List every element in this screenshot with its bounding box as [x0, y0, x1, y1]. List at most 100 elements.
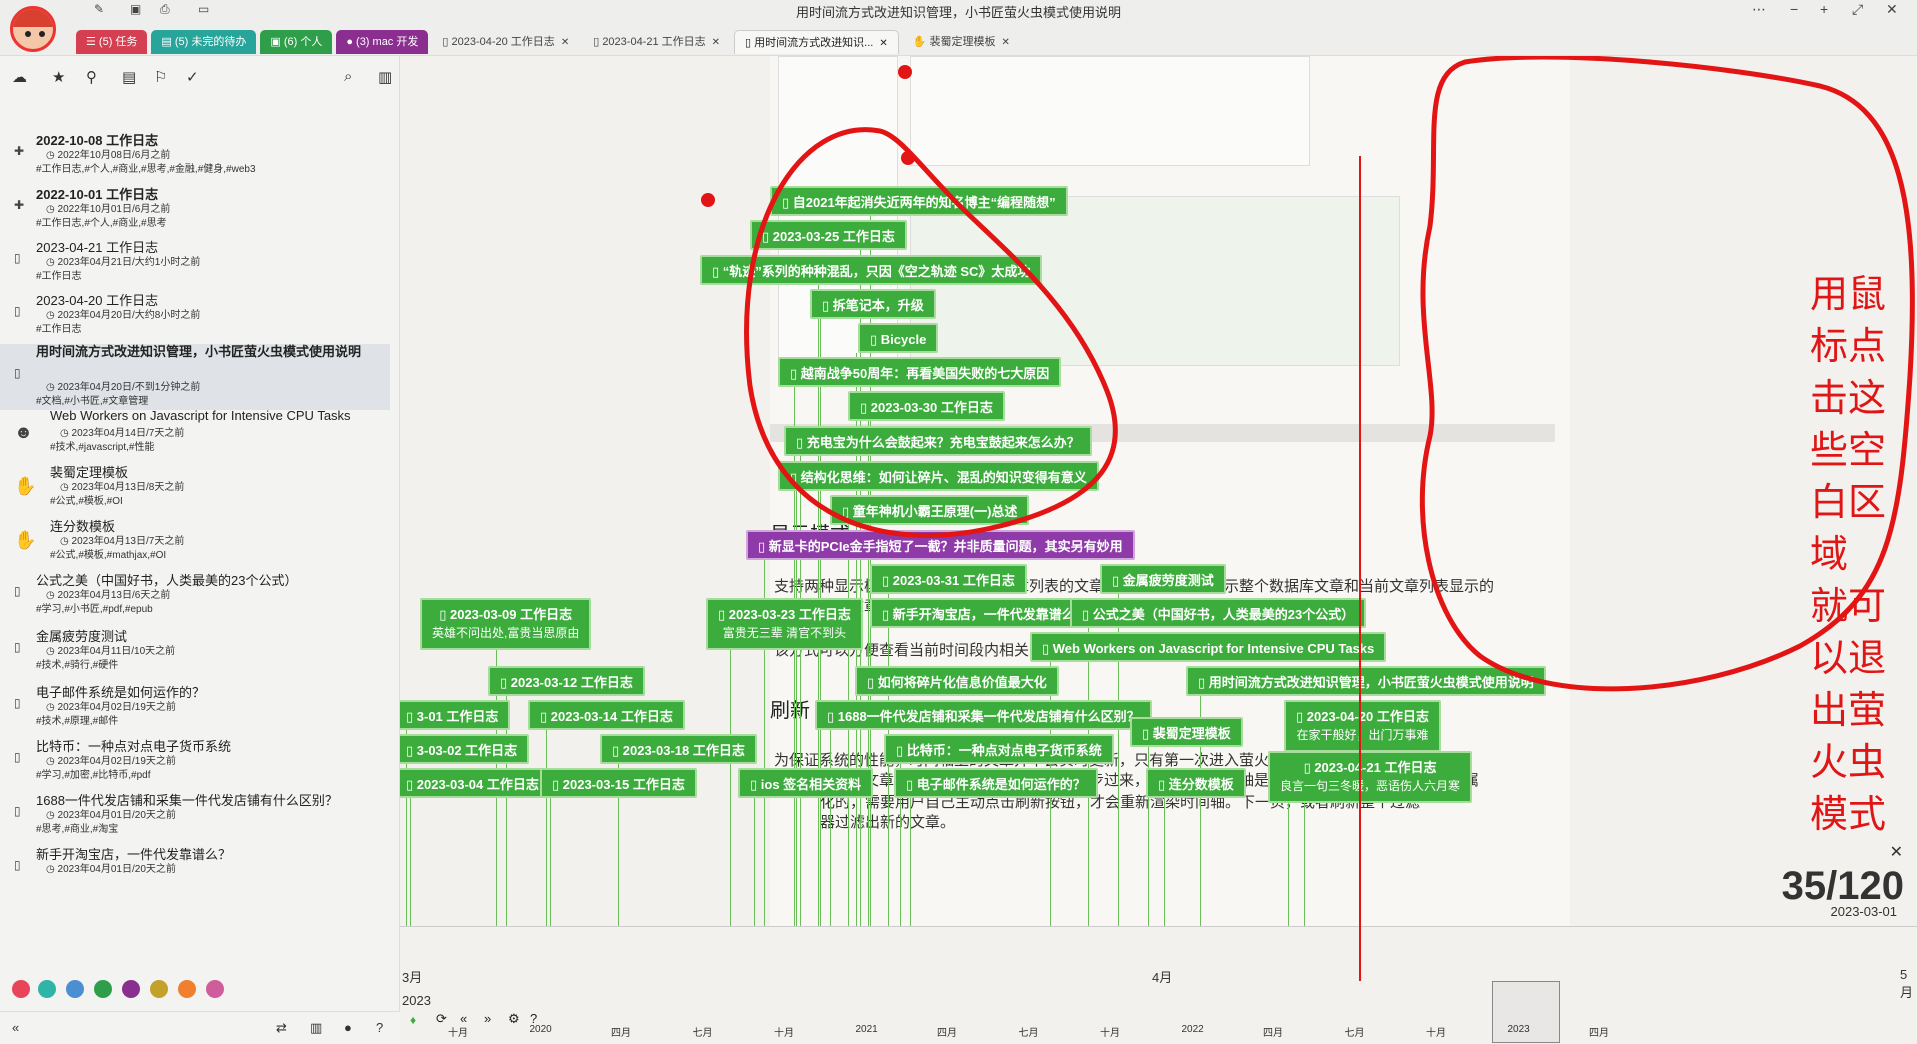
timeline-card[interactable]: ▯ 自2021年起消失近两年的知名博主“编程随想” — [770, 186, 1068, 216]
tab-log-0420[interactable]: ▯ 2023-04-20 工作日志✕ — [432, 30, 580, 54]
timeline-card[interactable]: ▯ 公式之美（中国好书，人类最美的23个公式） — [1070, 598, 1367, 628]
document-icon: ▯ — [14, 804, 21, 818]
timeline-card[interactable]: ▯ 2023-04-21 工作日志良言一句三冬暖，恶语伤人六月寒 — [1268, 751, 1473, 803]
timeline-card[interactable]: ▯ 连分数模板 — [1146, 768, 1246, 798]
timeline-card[interactable]: ▯ 2023-03-14 工作日志 — [528, 700, 685, 730]
locate-icon[interactable]: ♦ — [410, 1013, 417, 1027]
timeline-card[interactable]: ▯ 2023-03-31 工作日志 — [870, 564, 1027, 594]
timeline-card[interactable]: ▯ 3-01 工作日志 — [400, 700, 511, 730]
help-icon[interactable]: ? — [376, 1020, 384, 1035]
timeline-card[interactable]: ▯ 2023-03-15 工作日志 — [540, 768, 697, 798]
tab-todo[interactable]: ▤ (5) 未完的待办 — [151, 30, 257, 54]
timeline-card[interactable]: ▯ 结构化思维：如何让碎片、混乱的知识变得有意义 — [778, 461, 1099, 491]
note-list-item[interactable]: ▯公式之美（中国好书，人类最美的23个公式）◷ 2023年04月13日/6天之前… — [0, 570, 390, 620]
color-dot-red[interactable] — [12, 980, 30, 998]
color-dot-orange[interactable] — [178, 980, 196, 998]
drop-icon[interactable]: ● — [344, 1020, 352, 1035]
note-list-item[interactable]: ✋裴蜀定理模板◷ 2023年04月13日/8天之前#公式,#模板,#OI — [0, 462, 390, 512]
thumbs-up-icon[interactable]: ✓ — [186, 69, 199, 86]
note-list-item[interactable]: ▯2023-04-20 工作日志◷ 2023年04月20日/大约8小时之前#工作… — [0, 290, 390, 340]
book-icon[interactable]: ▥ — [378, 69, 393, 86]
timeline-card[interactable]: ▯ 如何将碎片化信息价值最大化 — [855, 666, 1059, 696]
run-icon[interactable]: ⚐ — [154, 69, 168, 86]
print-icon[interactable]: ⎙ — [160, 2, 170, 16]
timeline-card[interactable]: ▯ 充电宝为什么会鼓起来？充电宝鼓起来怎么办？ — [784, 426, 1092, 456]
timeline-card[interactable]: ▯ 新显卡的PCIe金手指短了一截？并非质量问题，其实另有妙用 — [746, 530, 1135, 560]
tab-bezout-template[interactable]: ✋ 裴蜀定理模板✕ — [902, 30, 1020, 54]
timeline-card[interactable]: ▯ 裴蜀定理模板 — [1130, 717, 1243, 747]
timeline-card[interactable]: ▯ “轨迹”系列的种种混乱，只因《空之轨迹 SC》太成功 — [700, 255, 1043, 285]
color-dot-pink[interactable] — [206, 980, 224, 998]
timeline-card[interactable]: ▯ 3-03-02 工作日志 — [400, 734, 530, 764]
note-list-item[interactable]: ▯2023-04-21 工作日志◷ 2023年04月21日/大约1小时之前#工作… — [0, 237, 390, 287]
collapse-icon[interactable]: « — [12, 1020, 20, 1035]
timeline-card[interactable]: ▯ 用时间流方式改进知识管理，小书匠萤火虫模式使用说明 — [1186, 666, 1546, 696]
timeline-card[interactable]: ▯ 2023-03-18 工作日志 — [600, 734, 757, 764]
help-icon[interactable]: ? — [530, 1011, 538, 1026]
annotation-line-1: 用鼠标点击这些空白区域 — [1810, 272, 1887, 576]
note-list-item[interactable]: ▯用时间流方式改进知识管理，小书匠萤火虫模式使用说明◷ 2023年04月20日/… — [0, 344, 390, 410]
timeline-card[interactable]: ▯ 金属疲劳度测试 — [1100, 564, 1226, 594]
close-icon[interactable]: ✕ — [1889, 844, 1903, 861]
timeline-card[interactable]: ▯ 2023-03-23 工作日志富贵无三辈 清官不到头 — [706, 598, 863, 650]
firefly-timeline-view[interactable]: 显示模式 支持两种显示模式，一种是只显示文章列表的文章，另一种是支持显示整个数据… — [400, 56, 1917, 1044]
bicycle-icon[interactable]: ⚲ — [86, 69, 97, 86]
note-list-item[interactable]: ✋连分数模板◷ 2023年04月13日/7天之前#公式,#模板,#mathjax… — [0, 516, 390, 566]
timeline-card[interactable]: ▯ 童年神机小霸王原理(一)总述 — [830, 495, 1030, 525]
timeline-card[interactable]: ▯ 新手开淘宝店，一件代发靠谱么？ — [870, 598, 1100, 628]
note-list-item[interactable]: ☻Web Workers on Javascript for Intensive… — [0, 408, 390, 458]
search-icon[interactable]: ⌕ — [344, 68, 353, 85]
color-dot-yellow[interactable] — [150, 980, 168, 998]
close-window-icon[interactable]: ✕ — [1886, 1, 1898, 17]
timeline-card[interactable]: ▯ 比特币：一种点对点电子货币系统 — [884, 734, 1114, 764]
edit-icon[interactable]: ✎ — [94, 2, 105, 16]
tab-current-doc[interactable]: ▯ 用时间流方式改进知识...✕ — [734, 30, 899, 54]
chart-icon[interactable]: ▥ — [310, 1020, 323, 1035]
timeline-card[interactable]: ▯ 2023-03-12 工作日志 — [488, 666, 645, 696]
note-list-item[interactable]: ▯金属疲劳度测试◷ 2023年04月11日/10天之前#技术,#骑行,#硬件 — [0, 626, 390, 676]
window-icon[interactable]: ▭ — [198, 2, 210, 16]
tab-log-0421[interactable]: ▯ 2023-04-21 工作日志✕ — [583, 30, 731, 54]
users-icon[interactable]: ☁ — [12, 69, 27, 86]
overview-window[interactable] — [1492, 981, 1560, 1043]
note-list-item[interactable]: ▯比特币：一种点对点电子货币系统◷ 2023年04月02日/19天之前#学习,#… — [0, 736, 390, 786]
timeline-card[interactable]: ▯ 电子邮件系统是如何运作的？ — [894, 768, 1098, 798]
timeline-card[interactable]: ▯ 2023-03-25 工作日志 — [750, 220, 907, 250]
timeline-card[interactable]: ▯ 2023-03-09 工作日志英雄不问出处,富贵当思原由 — [420, 598, 592, 650]
fullscreen-icon[interactable]: ⤢ — [1852, 1, 1864, 17]
color-dot-green[interactable] — [94, 980, 112, 998]
color-dot-purple[interactable] — [122, 980, 140, 998]
swap-icon[interactable]: ⇄ — [276, 1020, 287, 1035]
color-dot-blue[interactable] — [66, 980, 84, 998]
note-list-item[interactable]: ▯电子邮件系统是如何运作的？◷ 2023年04月02日/19天之前#技术,#原理… — [0, 682, 390, 732]
timeline-card[interactable]: ▯ Web Workers on Javascript for Intensiv… — [1030, 632, 1387, 662]
color-dot-teal[interactable] — [38, 980, 56, 998]
tab-task[interactable]: ☰ (5) 任务 — [76, 30, 148, 54]
user-avatar[interactable] — [10, 6, 56, 52]
note-list-item[interactable]: ▯新手开淘宝店，一件代发靠谱么？◷ 2023年04月01日/20天之前 — [0, 844, 390, 894]
note-list-item[interactable]: ▯1688一件代发店铺和采集一件代发店铺有什么区别？◷ 2023年04月01日/… — [0, 790, 390, 840]
minimize-icon[interactable]: − — [1790, 1, 1799, 17]
prev-page-icon[interactable]: « — [460, 1011, 468, 1026]
timeline-card[interactable]: ▯ 2023-03-04 工作日志 — [400, 768, 551, 798]
refresh-icon[interactable]: ⟳ — [436, 1011, 447, 1026]
note-list-item[interactable]: ✚2022-10-01 工作日志◷ 2022年10月01日/6月之前#工作日志,… — [0, 184, 390, 234]
timeline-card[interactable]: ▯ Bicycle — [858, 323, 939, 353]
timeline-card[interactable]: ▯ 越南战争50周年：再看美国失败的七大原因 — [778, 357, 1062, 387]
timeline-card[interactable]: ▯ 2023-04-20 工作日志在家干般好，出门万事难 — [1284, 700, 1441, 752]
settings-icon[interactable]: ⚙ — [508, 1011, 520, 1026]
add-icon[interactable]: + — [1820, 1, 1829, 17]
timeline-card[interactable]: ▯ ios 签名相关资料 — [738, 768, 874, 798]
bookmark-icon[interactable]: ▤ — [122, 69, 137, 86]
tab-personal[interactable]: ▣ (6) 个人 — [260, 30, 333, 54]
tab-mac-dev[interactable]: ● (3) mac 开发 — [336, 30, 429, 54]
more-icon[interactable]: ⋯ — [1752, 1, 1766, 17]
save-icon[interactable]: ▣ — [130, 2, 142, 16]
timeline-card[interactable]: ▯ 拆笔记本，升级 — [810, 289, 936, 319]
next-page-icon[interactable]: » — [484, 1011, 492, 1026]
timeline-card[interactable]: ▯ 1688一件代发店铺和采集一件代发店铺有什么区别？ — [815, 700, 1152, 730]
star-icon[interactable]: ★ — [52, 69, 66, 86]
note-list-item[interactable]: ✚2022-10-08 工作日志◷ 2022年10月08日/6月之前#工作日志,… — [0, 130, 390, 180]
timeline-card[interactable]: ▯ 2023-03-30 工作日志 — [848, 391, 1005, 421]
